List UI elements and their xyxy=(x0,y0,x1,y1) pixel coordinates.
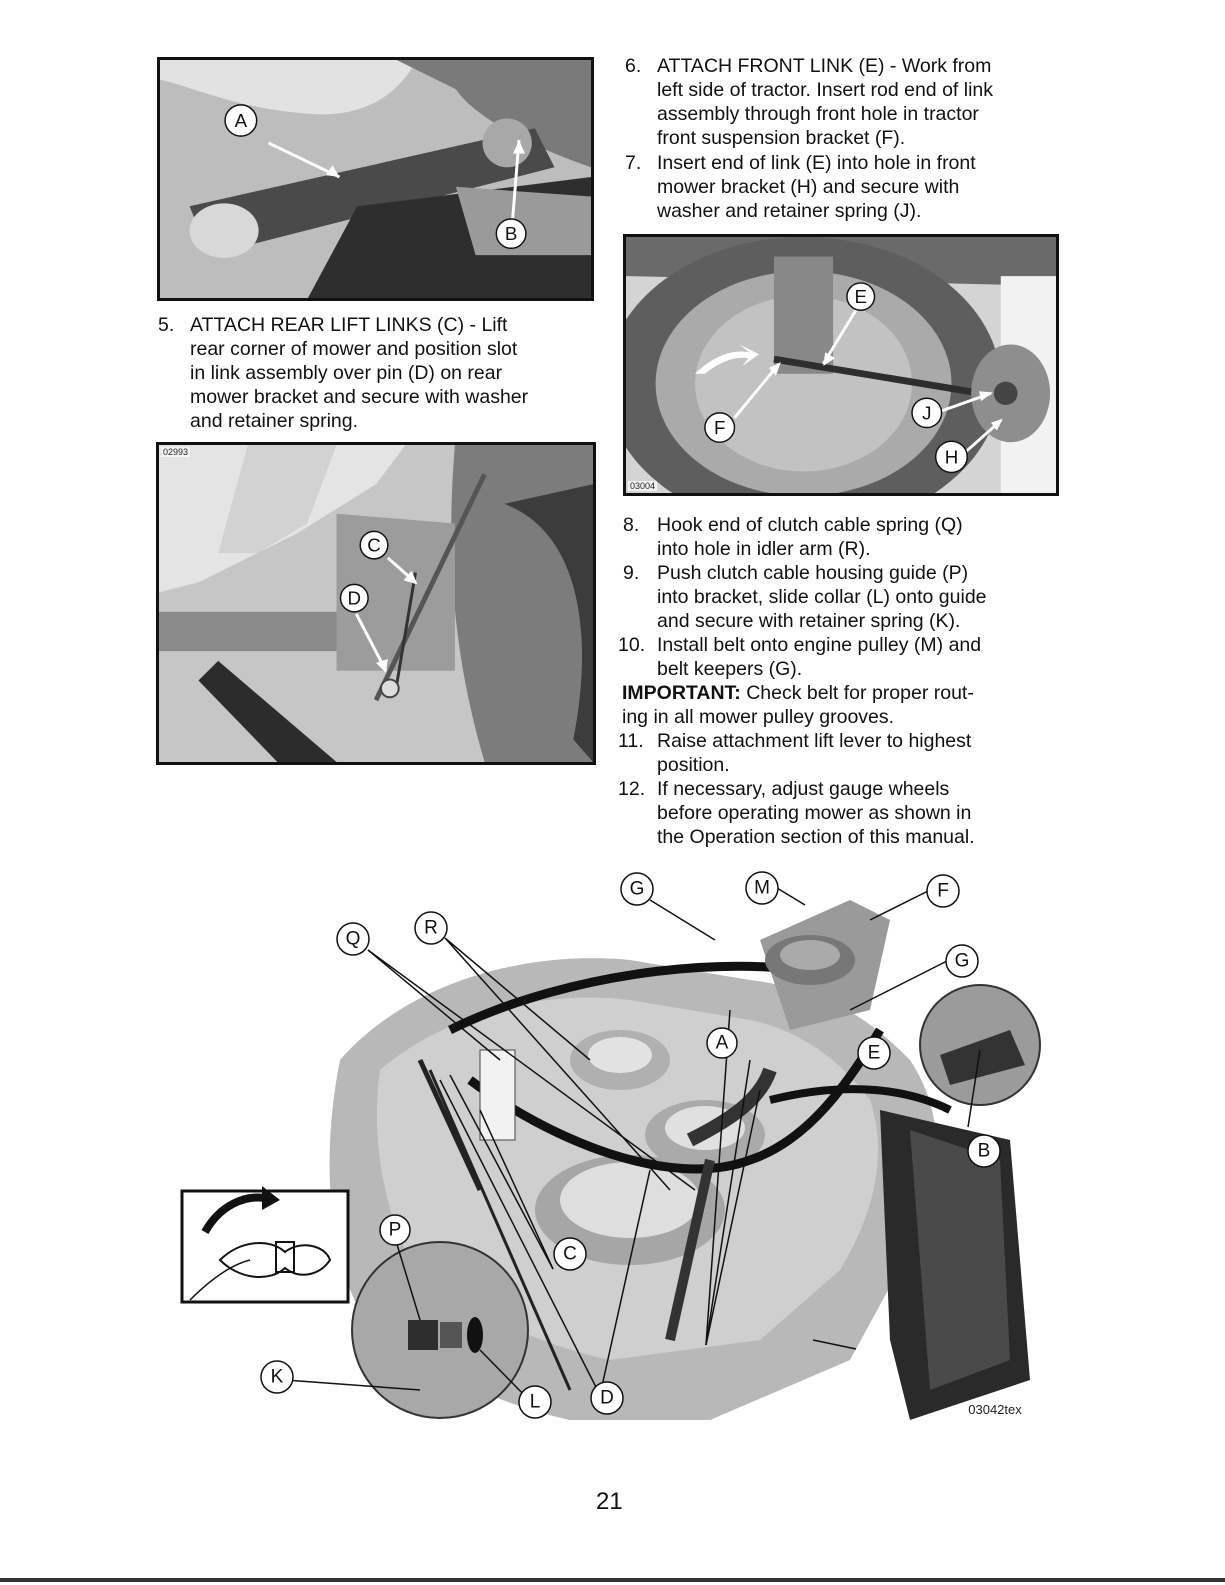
step-number: 6. xyxy=(625,55,642,77)
callout-q: Q xyxy=(336,922,370,956)
step-text-line: If necessary, adjust gauge wheels xyxy=(657,778,950,800)
step-number: 9. xyxy=(623,562,640,584)
svg-text:C: C xyxy=(563,1244,577,1265)
step-text-line: left side of tractor. Insert rod end of … xyxy=(657,79,994,101)
step-text-line: mower bracket and secure with washer xyxy=(190,386,529,408)
mower-deck-assembly-illustration: G M F Q R G A E xyxy=(180,871,1041,1420)
svg-text:A: A xyxy=(716,1033,729,1054)
step-text-line: position. xyxy=(657,754,730,776)
callout-circle-j xyxy=(911,397,943,429)
svg-text:R: R xyxy=(424,918,438,939)
callout-r: R xyxy=(414,911,448,945)
figure-front-link-attach-photo: E F J H 03004 xyxy=(623,234,1059,496)
svg-text:P: P xyxy=(389,1220,402,1241)
svg-text:L: L xyxy=(530,1392,541,1413)
figure-code: 03004 xyxy=(628,481,658,491)
step-text-line: and secure with retainer spring (K). xyxy=(657,610,961,632)
callout-circle-f xyxy=(704,412,736,443)
step-number: 12. xyxy=(618,778,646,800)
callout-h: H xyxy=(945,446,959,467)
callout-l: L xyxy=(518,1385,552,1419)
callout-c: C xyxy=(367,535,381,556)
callout-circle-e xyxy=(846,282,876,312)
figure-front-link-illustration: A B xyxy=(160,60,591,298)
callout-circle-d xyxy=(339,583,369,613)
important-note: IMPORTANT: Check belt for proper rout- i… xyxy=(622,681,1062,729)
step-number: 7. xyxy=(625,152,642,174)
important-text-line: ing in all mower pulley grooves. xyxy=(622,706,895,728)
step-number: 5. xyxy=(158,314,175,336)
important-text-line: Check belt for proper rout- xyxy=(746,682,974,704)
step-text-line: Hook end of clutch cable spring (Q) xyxy=(657,514,963,536)
svg-text:G: G xyxy=(630,879,645,900)
callout-e: E xyxy=(854,286,866,307)
step-text-line: rear corner of mower and position slot xyxy=(190,338,518,360)
callout-circle-c xyxy=(359,530,389,560)
callout-circle-a xyxy=(224,104,258,137)
step-text-line: ATTACH REAR LIFT LINKS (C) - Lift xyxy=(190,314,508,336)
svg-text:G: G xyxy=(955,951,970,972)
step-number: 10. xyxy=(618,634,646,656)
inset-retainer-spring xyxy=(180,1189,350,1304)
callout-a: A xyxy=(706,1027,738,1059)
callout-f: F xyxy=(714,417,725,438)
callout-b: B xyxy=(967,1134,1001,1168)
callout-f: F xyxy=(926,874,960,908)
bottom-rule xyxy=(0,1578,1225,1582)
step-number: 11. xyxy=(618,730,644,752)
step-text-line: Raise attachment lift lever to highest xyxy=(657,730,972,752)
callout-g-top: G xyxy=(620,872,654,906)
callout-m: M xyxy=(745,871,779,905)
svg-text:Q: Q xyxy=(346,929,361,950)
figure-mower-deck-assembly: G M F Q R G A E xyxy=(150,860,1050,1450)
callout-c: C xyxy=(553,1237,587,1271)
step-text-line: Insert end of link (E) into hole in fron… xyxy=(657,152,976,174)
figure-rear-lift-links-photo: C D 02993 xyxy=(156,442,596,765)
step-text-line: belt keepers (G). xyxy=(657,658,803,680)
figure-front-link-attach-illustration: E F J H xyxy=(626,237,1056,493)
figure-code: 03042tex xyxy=(968,1402,1022,1417)
svg-text:F: F xyxy=(937,881,949,902)
callout-p: P xyxy=(379,1214,411,1246)
callout-b: B xyxy=(505,223,518,244)
step-text-line: Push clutch cable housing guide (P) xyxy=(657,562,969,584)
callout-d: D xyxy=(590,1381,624,1415)
step-text-line: into bracket, slide collar (L) onto guid… xyxy=(657,586,987,608)
callout-circle-h xyxy=(934,440,968,474)
step-text-line: the Operation section of this manual. xyxy=(657,826,975,848)
page-number: 21 xyxy=(596,1488,623,1515)
step-number: 8. xyxy=(623,514,640,536)
callout-d: D xyxy=(348,588,362,609)
figure-code: 02993 xyxy=(161,447,191,457)
step-text-line: Install belt onto engine pulley (M) and xyxy=(657,634,982,656)
step-text-line: assembly through front hole in tractor xyxy=(657,103,979,125)
svg-text:K: K xyxy=(271,1367,284,1388)
figure-front-link-photo: A B xyxy=(157,57,594,301)
svg-text:E: E xyxy=(868,1043,881,1064)
step-text-line: and retainer spring. xyxy=(190,410,359,432)
callout-k: K xyxy=(260,1360,294,1394)
important-label: IMPORTANT: xyxy=(622,682,741,704)
step-text-line: washer and retainer spring (J). xyxy=(657,200,922,222)
callout-a: A xyxy=(235,110,248,131)
svg-text:D: D xyxy=(600,1388,614,1409)
callout-g-right: G xyxy=(945,944,979,978)
callout-j: J xyxy=(922,402,931,423)
step-text-line: into hole in idler arm (R). xyxy=(657,538,871,560)
callout-e: E xyxy=(857,1036,891,1070)
step-text-line: in link assembly over pin (D) on rear xyxy=(190,362,503,384)
callout-circle-b xyxy=(495,218,527,249)
step-text-line: front suspension bracket (F). xyxy=(657,127,906,149)
step-text-line: ATTACH FRONT LINK (E) - Work from xyxy=(657,55,992,77)
figure-rear-lift-links-illustration: C D xyxy=(159,445,593,762)
svg-text:M: M xyxy=(754,878,770,899)
step-text-line: before operating mower as shown in xyxy=(657,802,972,824)
svg-text:B: B xyxy=(978,1141,991,1162)
step-text-line: mower bracket (H) and secure with xyxy=(657,176,960,198)
